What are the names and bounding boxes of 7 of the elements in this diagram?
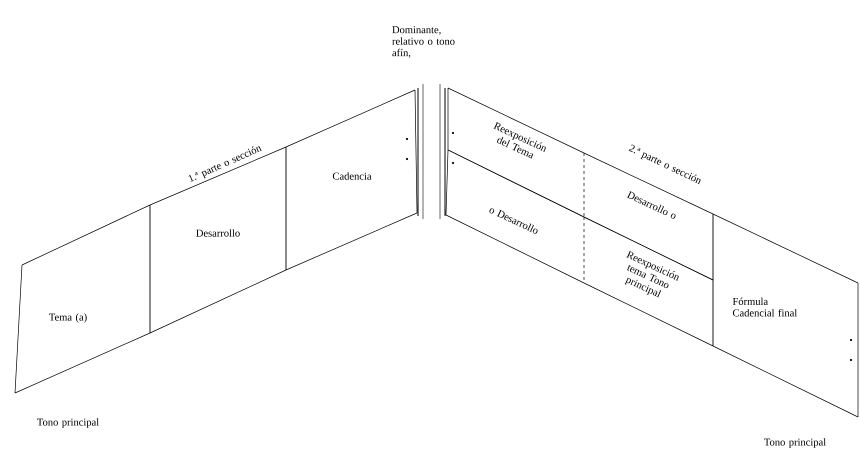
key-note: Dominante, relativo o tono afín, xyxy=(392,26,455,58)
key-note: Tono principal xyxy=(37,418,99,428)
form-section-cell: Tema (a) xyxy=(14,204,150,394)
key-note: Tono principal xyxy=(764,438,826,448)
form-section-cell: Fórmula Cadencial final xyxy=(712,214,858,418)
section-title: 1.ª parte o sección xyxy=(188,146,262,182)
form-section-cell: Cadencia xyxy=(286,90,418,270)
